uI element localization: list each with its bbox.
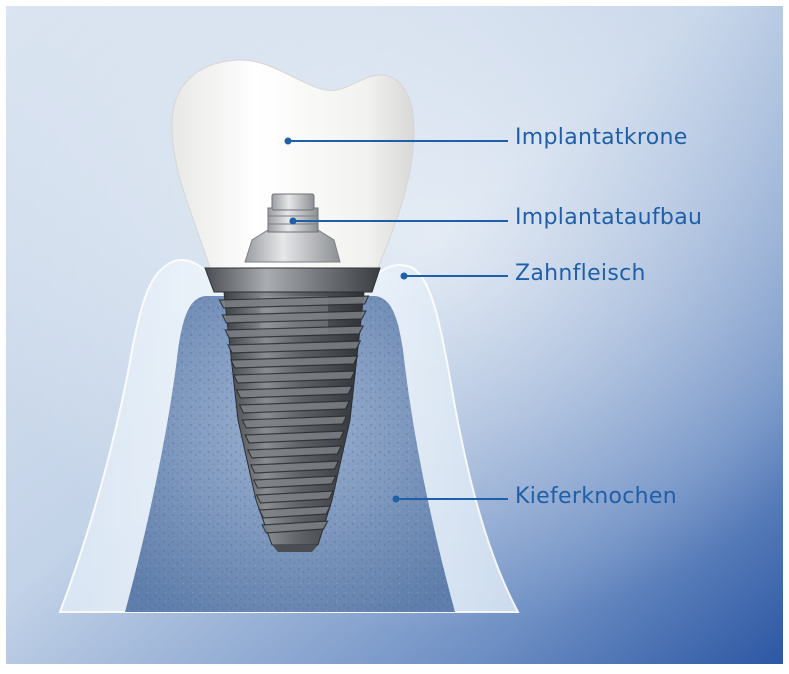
label-implant-abutment: Implantataufbau [515, 205, 702, 230]
implant-collar [205, 268, 380, 292]
label-implant-crown: Implantatkrone [515, 125, 688, 150]
label-jaw-bone: Kieferknochen [515, 484, 677, 509]
label-gum: Zahnfleisch [515, 261, 646, 286]
